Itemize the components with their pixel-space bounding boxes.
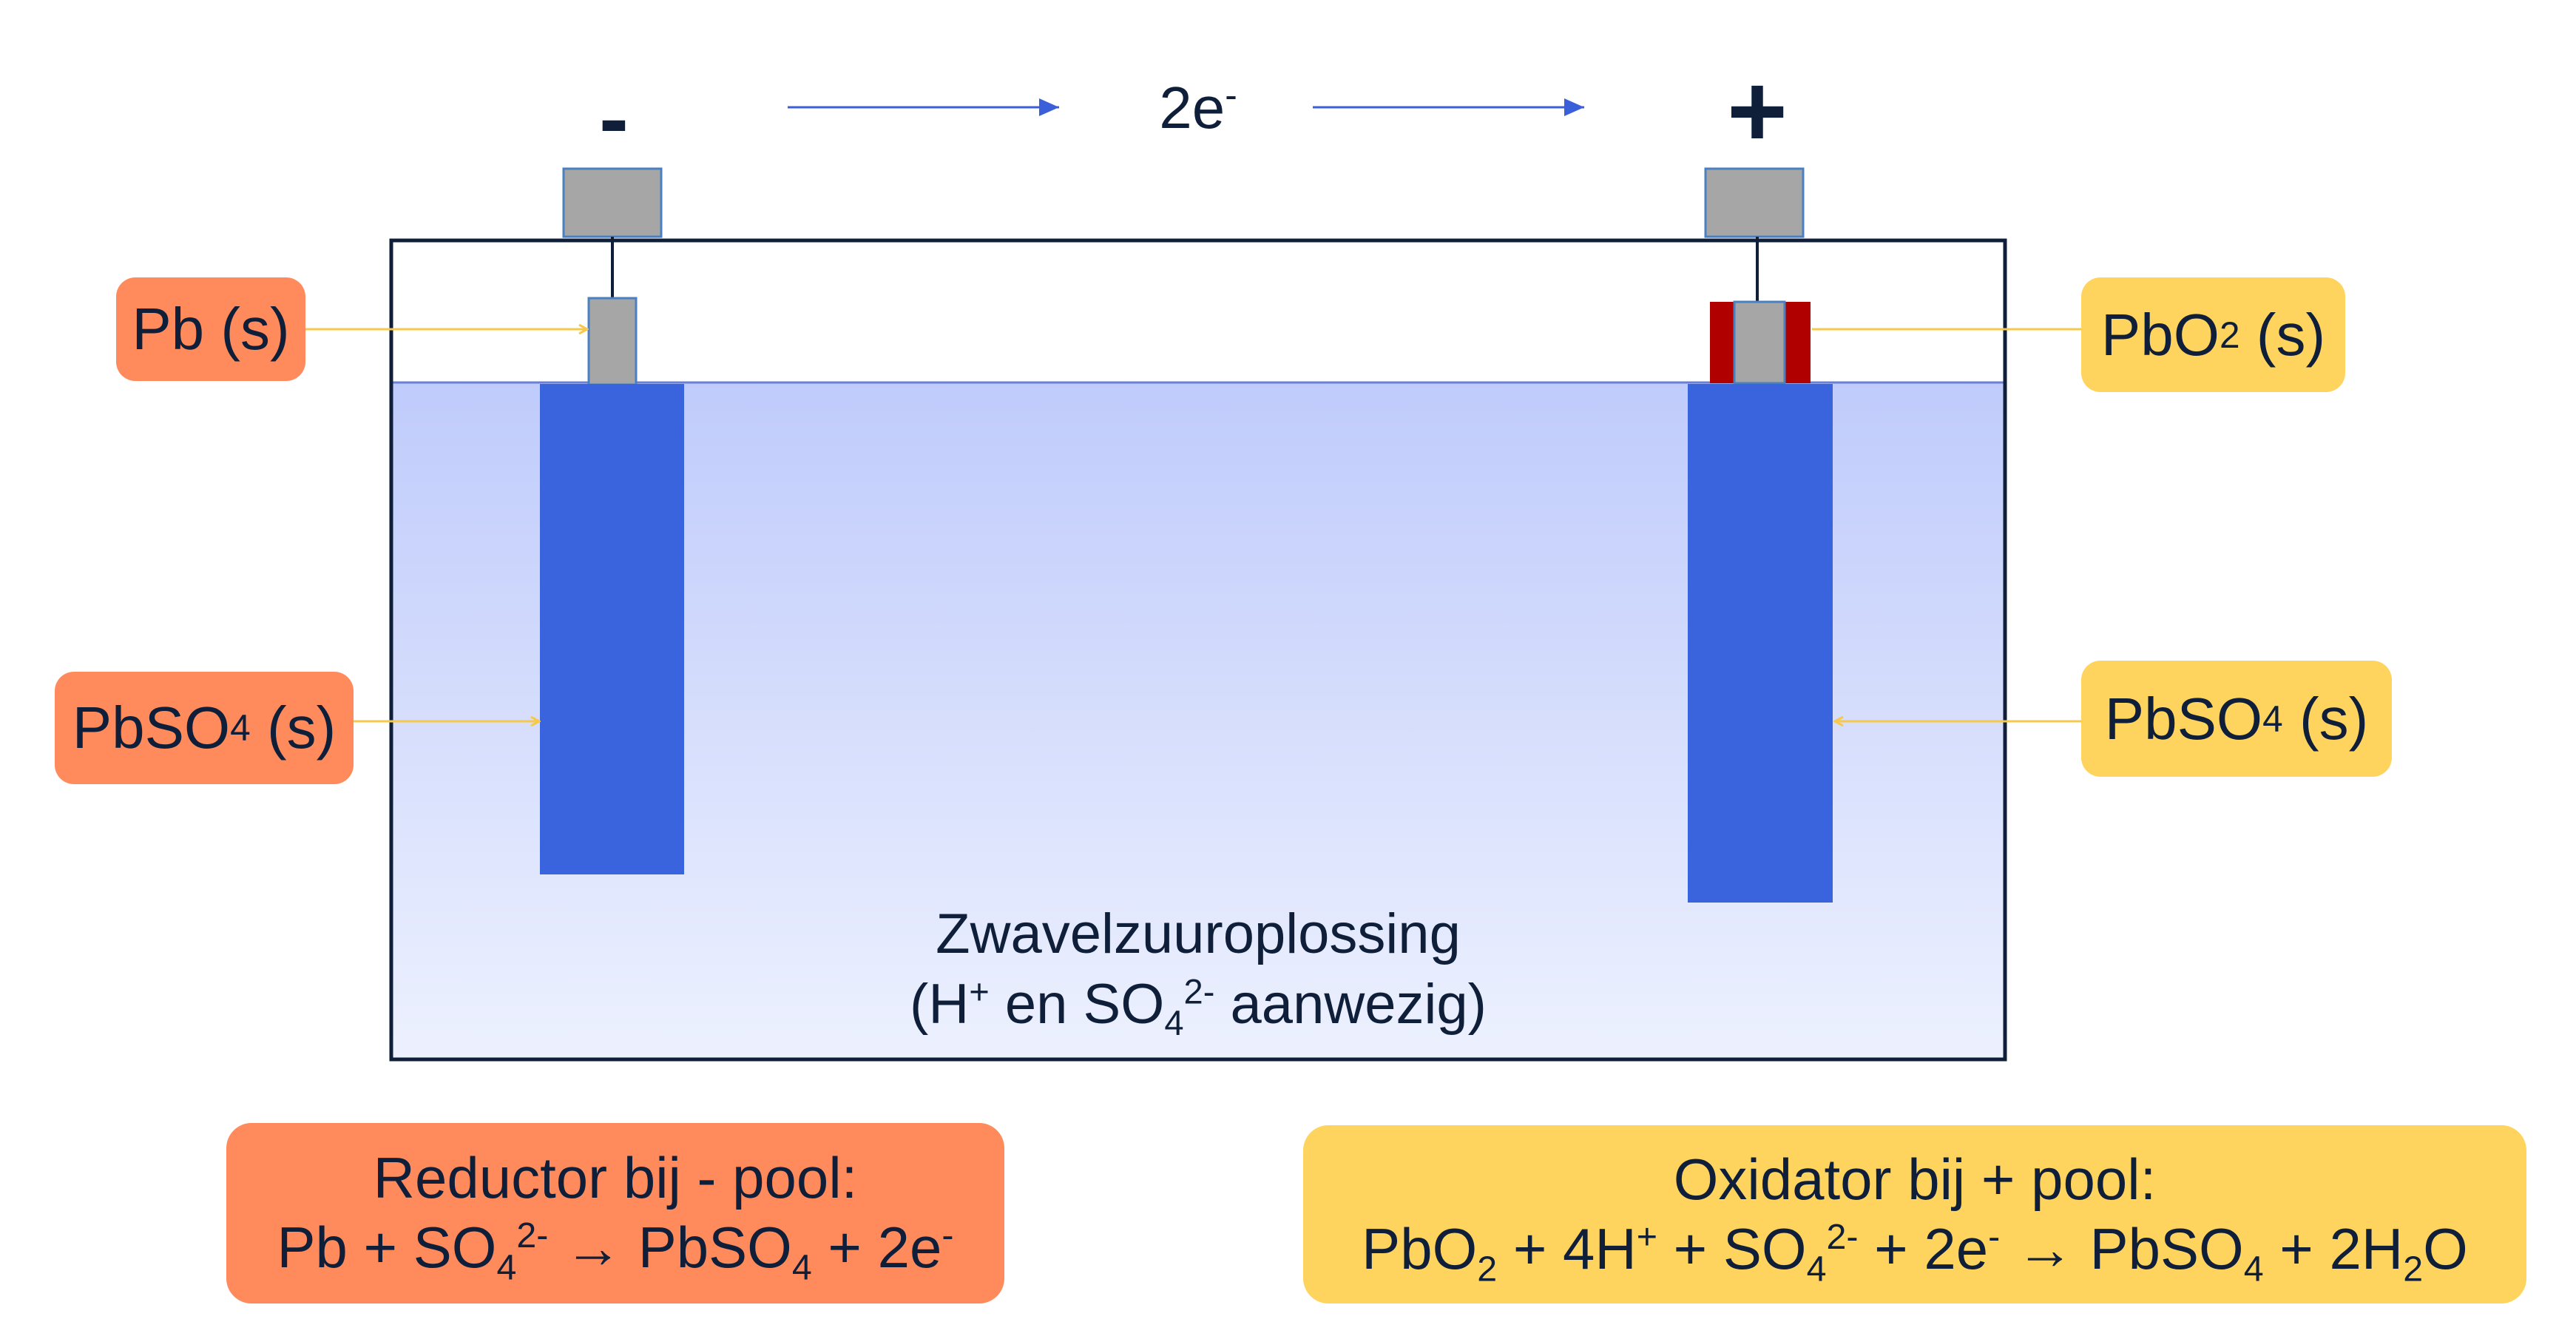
solution-ions: (H+ en SO42- aanwezig) — [910, 971, 1487, 1043]
reductor-title: Reductor bij - pool: — [373, 1145, 858, 1211]
solution-title: Zwavelzuuroplossing — [936, 903, 1461, 965]
electron-label: 2e- — [1159, 74, 1237, 141]
pbo2-connector — [1733, 300, 1786, 385]
label-pb: Pb (s) — [116, 277, 305, 381]
solution-caption: Zwavelzuuroplossing (H+ en SO42- aanwezi… — [828, 899, 1568, 1043]
pb-connector — [587, 297, 638, 386]
oxidator-equation: PbO2 + 4H+ + SO42- + 2e- → PbSO4 + 2H2O — [1362, 1215, 2468, 1289]
oxidator-title: Oxidator bij + pool: — [1673, 1146, 2157, 1212]
positive-electrode — [1688, 384, 1833, 903]
reductor-equation: Pb + SO42- → PbSO4 + 2e- — [277, 1215, 954, 1288]
reductor-box: Reductor bij - pool: Pb + SO42- → PbSO4 … — [226, 1123, 1004, 1304]
negative-terminal — [562, 167, 663, 238]
negative-electrode — [540, 384, 684, 874]
positive-sign: + — [1727, 53, 1788, 169]
positive-terminal — [1704, 167, 1805, 238]
oxidator-box: Oxidator bij + pool: PbO2 + 4H+ + SO42- … — [1303, 1125, 2526, 1304]
negative-sign: - — [599, 69, 629, 168]
battery-container — [389, 238, 2007, 1062]
